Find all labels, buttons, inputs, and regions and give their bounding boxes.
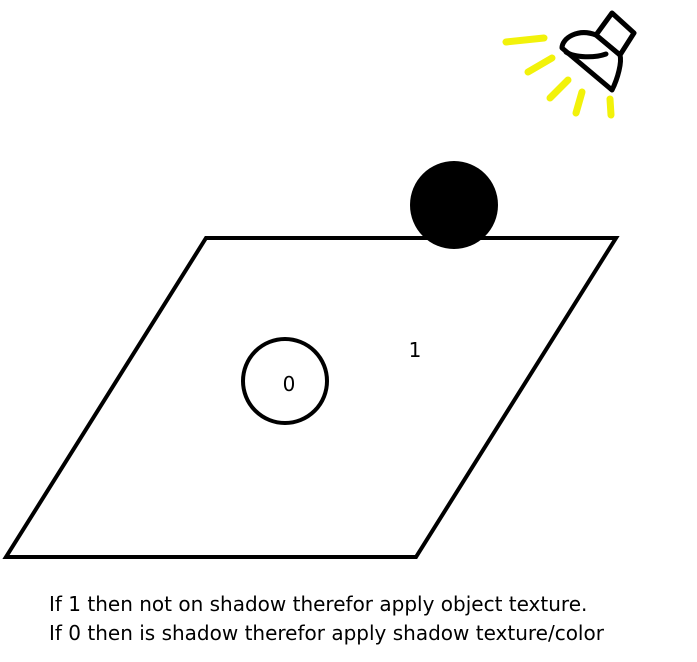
ground-plane: [2, 236, 620, 559]
spotlight-icon: [559, 10, 637, 93]
caption-line-2: If 0 then is shadow therefor apply shado…: [49, 621, 604, 645]
lit-region-label: 1: [409, 338, 422, 362]
caption: If 1 then not on shadow therefor apply o…: [49, 590, 604, 648]
shadow-region-circle: [241, 337, 329, 425]
light-rays: [502, 34, 615, 119]
shadow-region-label: 0: [283, 372, 296, 396]
caption-line-1: If 1 then not on shadow therefor apply o…: [49, 592, 588, 616]
occluder-sphere: [410, 161, 498, 249]
